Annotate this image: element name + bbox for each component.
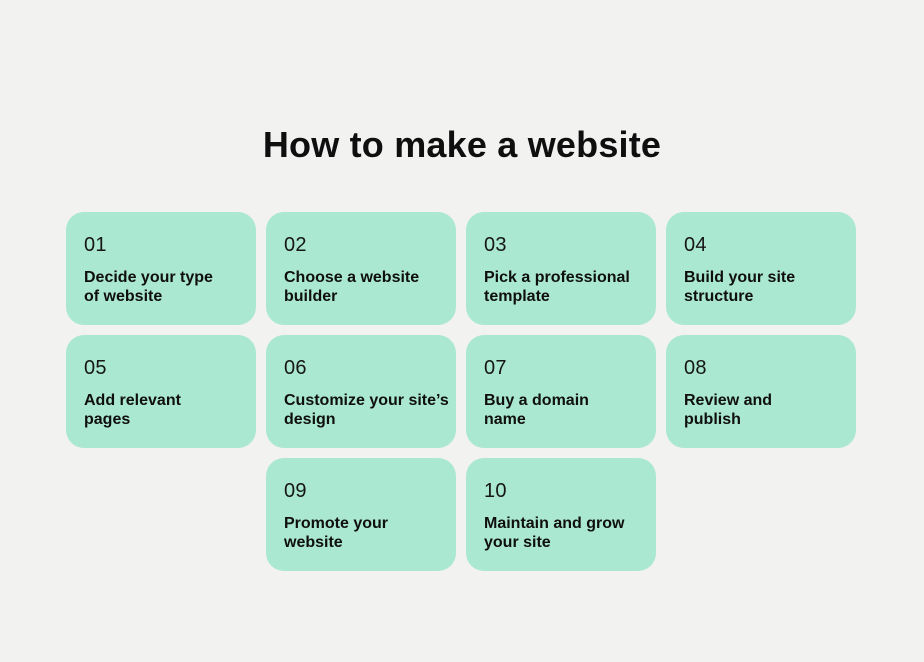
steps-grid: 01 Decide your type of website 02 Choose… [66, 212, 856, 571]
step-number: 04 [684, 234, 707, 256]
step-number: 06 [284, 357, 307, 379]
step-card-04: 04 Build your site structure [666, 212, 856, 325]
step-label: Choose a website builder [284, 269, 420, 305]
page-title: How to make a website [262, 124, 662, 166]
step-number: 05 [84, 357, 107, 379]
step-card-02: 02 Choose a website builder [266, 212, 456, 325]
step-card-03: 03 Pick a professional template [466, 212, 656, 325]
step-number: 08 [684, 357, 707, 379]
step-label: Build your site structure [684, 269, 796, 305]
step-label: Review and publish [684, 392, 773, 428]
step-label: Decide your type of website [84, 269, 213, 305]
step-label: Promote your website [284, 515, 389, 551]
step-number: 07 [484, 357, 507, 379]
step-number: 03 [484, 234, 507, 256]
step-number: 09 [284, 480, 307, 502]
step-label: Maintain and grow your site [484, 515, 625, 551]
step-card-06: 06 Customize your site’s design [266, 335, 456, 448]
step-label: Pick a professional template [484, 269, 630, 305]
step-card-05: 05 Add relevant pages [66, 335, 256, 448]
step-card-07: 07 Buy a domain name [466, 335, 656, 448]
step-card-09: 09 Promote your website [266, 458, 456, 571]
step-card-08: 08 Review and publish [666, 335, 856, 448]
step-label: Add relevant pages [84, 392, 181, 428]
step-number: 02 [284, 234, 307, 256]
step-number: 10 [484, 480, 507, 502]
step-label: Buy a domain name [484, 392, 589, 428]
step-number: 01 [84, 234, 107, 256]
step-card-01: 01 Decide your type of website [66, 212, 256, 325]
step-label: Customize your site’s design [284, 392, 449, 428]
step-card-10: 10 Maintain and grow your site [466, 458, 656, 571]
